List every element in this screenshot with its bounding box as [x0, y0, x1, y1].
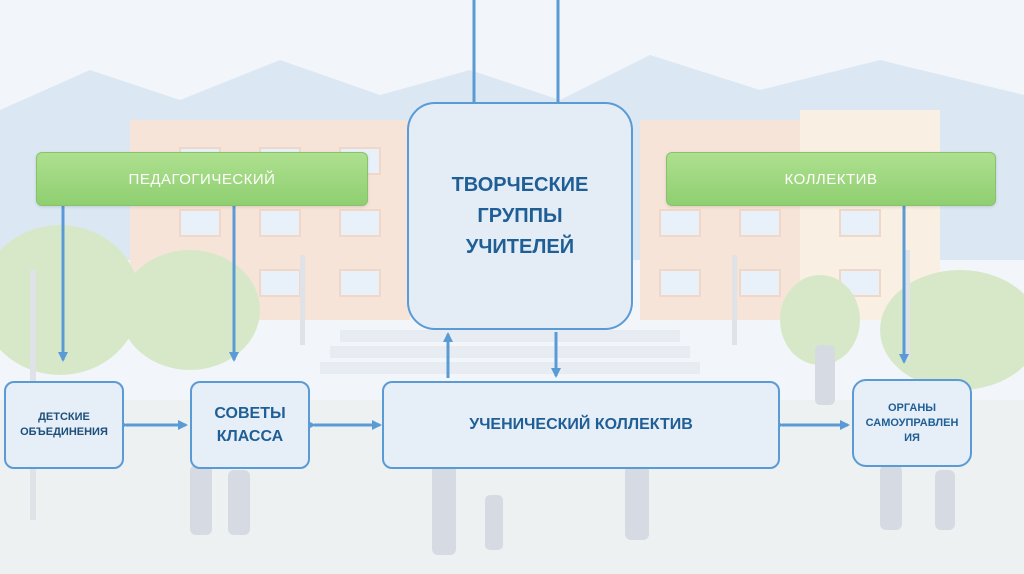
children-associations-label: ДЕТСКИЕ ОБЪЕДИНЕНИЯ	[20, 411, 108, 438]
class-councils-box: СОВЕТЫ КЛАССА	[190, 381, 310, 469]
collective-label: КОЛЛЕКТИВ	[784, 170, 878, 188]
self-government-label: ОРГАНЫ САМОУПРАВЛЕН ИЯ	[865, 401, 959, 444]
student-collective-box: УЧЕНИЧЕСКИЙ КОЛЛЕКТИВ	[382, 381, 780, 469]
pedagogical-label: ПЕДАГОГИЧЕСКИЙ	[128, 170, 276, 188]
creative-groups-label: ТВОРЧЕСКИЕ ГРУППЫ УЧИТЕЛЕЙ	[451, 173, 589, 258]
collective-box: КОЛЛЕКТИВ	[666, 152, 996, 206]
creative-groups-box: ТВОРЧЕСКИЕ ГРУППЫ УЧИТЕЛЕЙ	[407, 102, 633, 330]
student-collective-label: УЧЕНИЧЕСКИЙ КОЛЛЕКТИВ	[469, 416, 693, 433]
class-councils-label: СОВЕТЫ КЛАССА	[214, 405, 286, 445]
self-government-box: ОРГАНЫ САМОУПРАВЛЕН ИЯ	[852, 379, 972, 467]
children-associations-box: ДЕТСКИЕ ОБЪЕДИНЕНИЯ	[4, 381, 124, 469]
pedagogical-box: ПЕДАГОГИЧЕСКИЙ	[36, 152, 368, 206]
